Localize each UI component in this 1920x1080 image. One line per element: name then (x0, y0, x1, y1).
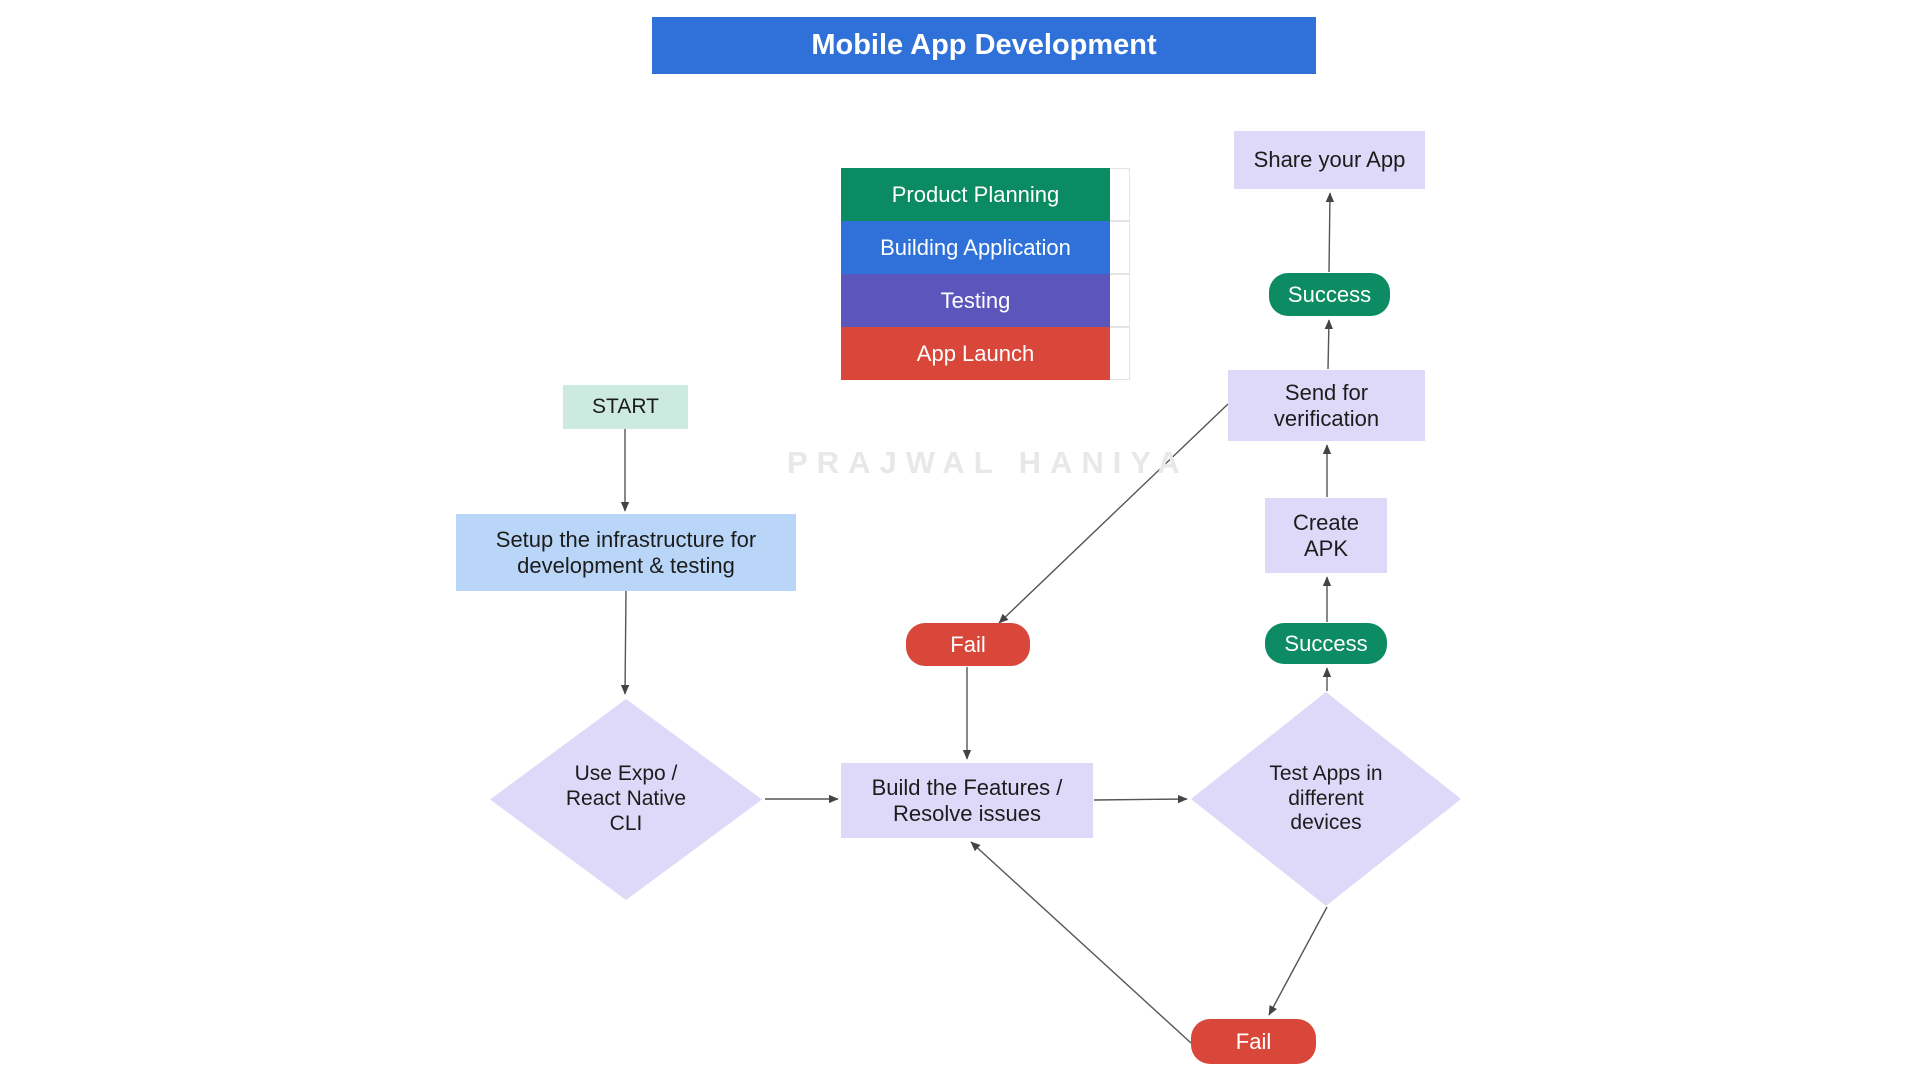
node-success-verification: Success (1269, 273, 1390, 316)
connector-setup-to-expo (620, 590, 630, 695)
node-fail-testing: Fail (1191, 1019, 1316, 1064)
connector-send-to-successtop (1324, 319, 1334, 370)
node-success-testing: Success (1265, 623, 1387, 664)
connector-failbottom-to-build (970, 841, 1192, 1044)
legend-empty-cell (1110, 274, 1130, 327)
legend-empty-column (1110, 168, 1130, 380)
diagram-title: Mobile App Development (652, 17, 1316, 74)
legend-color-column: Product Planning Building Application Te… (841, 168, 1110, 380)
legend-item-product-planning: Product Planning (841, 168, 1110, 221)
node-start: START (563, 385, 688, 429)
connector-build-to-test (1093, 794, 1188, 804)
node-setup-infrastructure: Setup the infrastructure for development… (456, 514, 796, 591)
node-use-expo-react-native-cli: Use Expo / React Native CLI (490, 699, 762, 900)
node-create-apk: Create APK (1265, 498, 1387, 573)
connector-successtop-to-share (1325, 192, 1335, 273)
legend-item-building-application: Building Application (841, 221, 1110, 274)
legend-empty-cell (1110, 221, 1130, 274)
node-share-your-app: Share your App (1234, 131, 1425, 189)
node-send-for-verification: Send for verification (1228, 370, 1425, 441)
legend: Product Planning Building Application Te… (841, 168, 1130, 380)
node-build-features-resolve-issues: Build the Features / Resolve issues (841, 763, 1093, 838)
node-test-apps-different-devices: Test Apps in different devices (1191, 692, 1461, 906)
watermark-text: PRAJWAL HANIYA (787, 445, 1189, 480)
legend-empty-cell (1110, 327, 1130, 380)
connector-test-to-failbottom (1268, 906, 1328, 1016)
legend-empty-cell (1110, 168, 1130, 221)
legend-item-testing: Testing (841, 274, 1110, 327)
node-fail-verification: Fail (906, 623, 1030, 666)
legend-item-app-launch: App Launch (841, 327, 1110, 380)
connector-send-to-failmid (998, 403, 1229, 624)
